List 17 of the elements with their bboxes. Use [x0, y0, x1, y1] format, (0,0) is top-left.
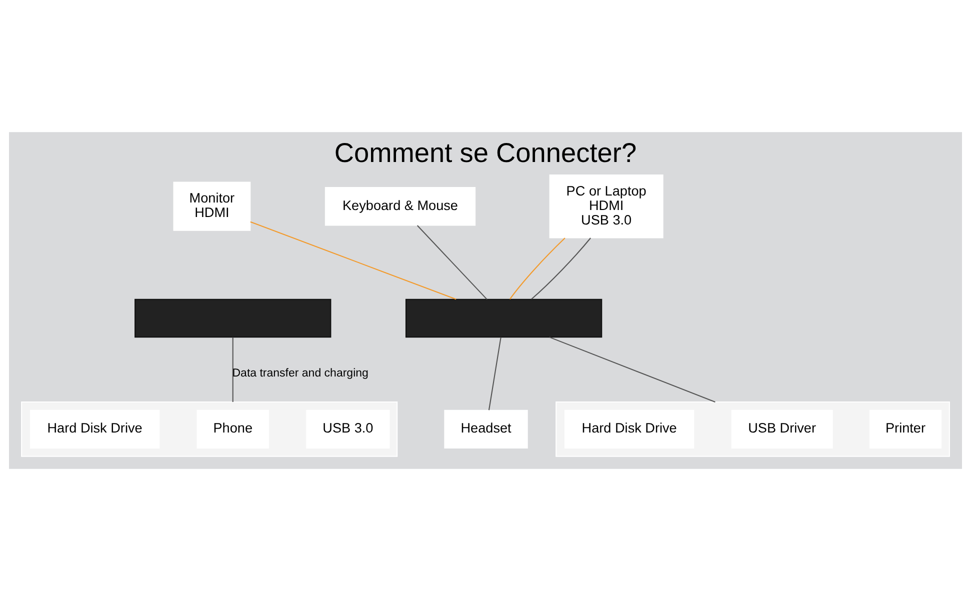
- connector: [250, 220, 456, 300]
- connector: [416, 224, 487, 300]
- connector: [232, 336, 233, 402]
- node-box: [404, 298, 602, 338]
- node-box: Headset: [444, 409, 528, 448]
- connector: [548, 336, 715, 402]
- diagram-title: Comment se Connecter?: [334, 136, 636, 168]
- cluster: [555, 400, 950, 456]
- node-box: PC or Laptop HDMI USB 3.0: [548, 174, 663, 238]
- node-box: Keyboard & Mouse: [324, 186, 476, 226]
- cluster: [20, 400, 398, 456]
- connector: [508, 237, 565, 299]
- node-box: [134, 298, 331, 338]
- edge-label: Data transfer and charging: [232, 367, 368, 380]
- connector: [530, 237, 590, 300]
- connector: [488, 336, 501, 410]
- node-box: Monitor HDMI: [172, 181, 250, 230]
